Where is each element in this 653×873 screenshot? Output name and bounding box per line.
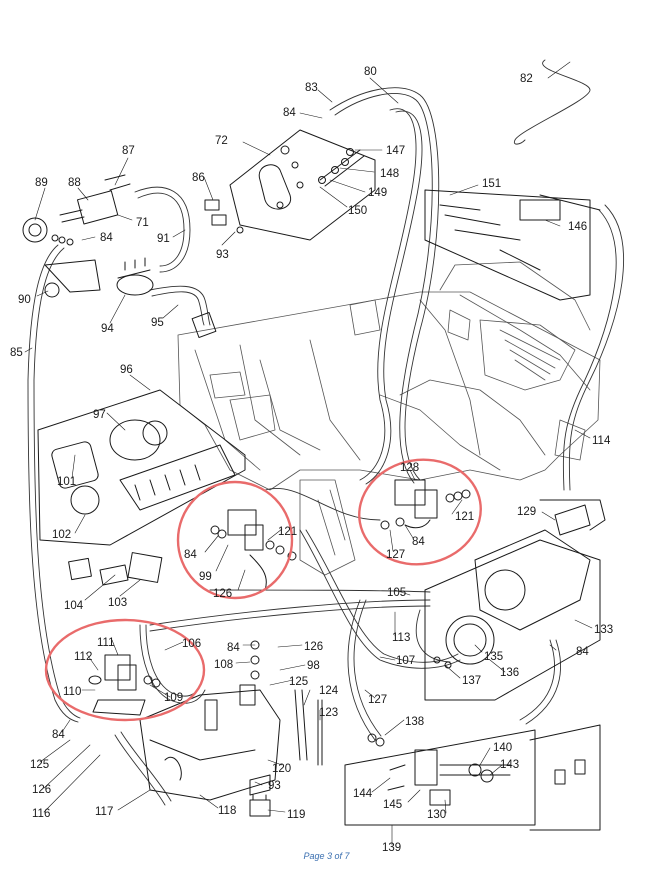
label-90: 90 (18, 294, 31, 306)
left-cluster (22, 174, 244, 338)
label-108: 108 (214, 659, 233, 671)
label-105: 105 (387, 587, 406, 599)
highlight-left-valve (176, 480, 294, 600)
label-151: 151 (482, 178, 501, 190)
label-137: 137 (462, 675, 481, 687)
label-94: 94 (101, 323, 114, 335)
label-84: 84 (283, 107, 296, 119)
label-121: 121 (455, 511, 474, 523)
label-130: 130 (427, 809, 446, 821)
label-86: 86 (192, 172, 205, 184)
parts-123-124 (294, 689, 323, 766)
label-84: 84 (184, 549, 197, 561)
label-107: 107 (396, 655, 415, 667)
label-82: 82 (520, 73, 533, 85)
label-102: 102 (52, 529, 71, 541)
label-84: 84 (100, 232, 113, 244)
label-126: 126 (32, 784, 51, 796)
label-96: 96 (120, 364, 133, 376)
label-117: 117 (95, 806, 113, 818)
part-96-grinder-box (37, 389, 246, 546)
label-109: 109 (164, 692, 183, 704)
label-147: 147 (386, 145, 405, 157)
label-98: 98 (307, 660, 320, 672)
machine-frame (177, 261, 601, 576)
part-133-brew-unit (424, 499, 606, 701)
parts-103-104 (68, 552, 163, 586)
label-149: 149 (368, 187, 387, 199)
label-123: 123 (319, 707, 338, 719)
label-95: 95 (151, 317, 164, 329)
label-139: 139 (382, 842, 401, 854)
label-145: 145 (383, 799, 402, 811)
highlight-lower-valve (44, 618, 206, 722)
part-139-assembly (344, 724, 601, 831)
highlight-right-valve (358, 458, 482, 566)
label-80: 80 (364, 66, 377, 78)
label-126: 126 (213, 588, 232, 600)
highlight-circles (44, 458, 482, 722)
hoses (27, 59, 624, 806)
label-129: 129 (517, 506, 536, 518)
label-84: 84 (227, 642, 240, 654)
label-138: 138 (405, 716, 424, 728)
label-88: 88 (68, 177, 81, 189)
label-125: 125 (30, 759, 49, 771)
part-118-boiler (139, 640, 281, 817)
label-116: 116 (32, 808, 50, 820)
label-140: 140 (493, 742, 512, 754)
label-121: 121 (278, 526, 297, 538)
valve-128-121-right (380, 479, 471, 530)
label-72: 72 (215, 135, 228, 147)
leader-lines (24, 61, 593, 846)
label-104: 104 (64, 600, 84, 612)
label-135: 135 (484, 651, 503, 663)
label-93: 93 (216, 249, 229, 261)
label-84: 84 (412, 536, 425, 548)
label-136: 136 (500, 667, 519, 679)
label-114: 114 (592, 435, 611, 447)
label-101: 101 (57, 476, 76, 488)
label-99: 99 (199, 571, 212, 583)
label-111: 111 (97, 637, 114, 649)
label-133: 133 (594, 624, 613, 636)
label-119: 119 (287, 809, 305, 821)
page-number: Page 3 of 7 (303, 851, 350, 861)
label-120: 120 (272, 763, 291, 775)
label-83: 83 (305, 82, 318, 94)
label-125: 125 (289, 676, 308, 688)
label-124: 124 (319, 685, 339, 697)
label-87: 87 (122, 145, 135, 157)
label-112: 112 (74, 651, 92, 663)
label-143: 143 (500, 759, 519, 771)
label-91: 91 (157, 233, 170, 245)
label-127: 127 (386, 549, 405, 561)
label-128: 128 (400, 462, 419, 474)
label-97: 97 (93, 409, 106, 421)
label-144: 144 (353, 788, 373, 800)
label-103: 103 (108, 597, 127, 609)
label-84: 84 (576, 646, 589, 658)
label-93: 93 (268, 780, 281, 792)
label-148: 148 (380, 168, 399, 180)
label-113: 113 (392, 632, 410, 644)
label-127: 127 (368, 694, 387, 706)
label-118: 118 (218, 805, 236, 817)
part-labels: 80 82 83 84 72 147 148 149 150 87 89 88 … (10, 66, 613, 854)
label-89: 89 (35, 177, 48, 189)
label-84: 84 (52, 729, 65, 741)
part-72-block (229, 129, 376, 241)
label-71: 71 (136, 217, 149, 229)
label-150: 150 (348, 205, 367, 217)
label-85: 85 (10, 347, 23, 359)
valve-109-111 (88, 654, 161, 716)
label-146: 146 (568, 221, 587, 233)
label-106: 106 (182, 638, 201, 650)
label-110: 110 (63, 686, 81, 698)
label-126: 126 (304, 641, 323, 653)
part-151-board (424, 189, 601, 301)
valve-99-121-left (210, 509, 297, 591)
